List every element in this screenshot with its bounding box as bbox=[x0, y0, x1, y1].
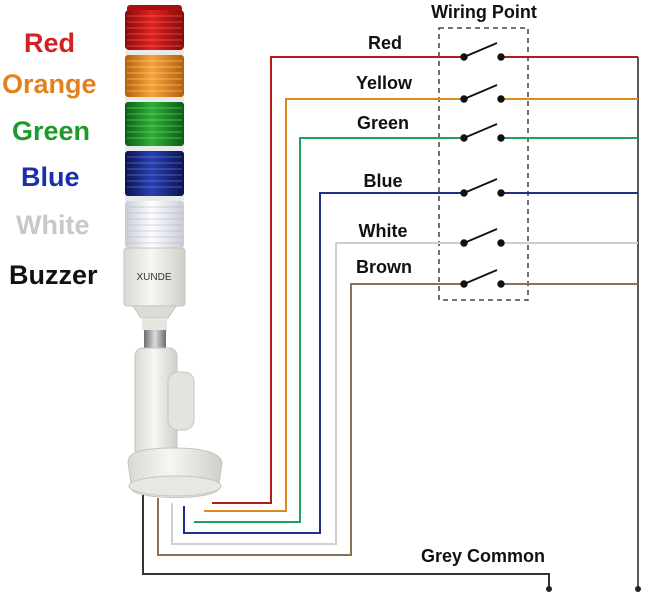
wire-green bbox=[194, 137, 638, 523]
metal-pole bbox=[144, 330, 166, 352]
legend-orange: Orange bbox=[2, 69, 97, 99]
wiring-point-title: Wiring Point bbox=[431, 2, 537, 22]
switch-blue bbox=[460, 178, 505, 197]
wire-label-grey-common: Grey Common bbox=[421, 546, 545, 566]
tower-ring bbox=[125, 50, 184, 55]
legend-red: Red bbox=[24, 28, 76, 58]
tower-segment-orange bbox=[125, 55, 184, 97]
tower-segment-red bbox=[125, 10, 184, 50]
tower-segment-blue bbox=[125, 151, 184, 196]
tower-ring bbox=[125, 196, 184, 201]
tower-neck bbox=[132, 305, 177, 319]
wire-label-white: White bbox=[359, 221, 408, 241]
common-bus bbox=[635, 57, 641, 592]
legend-buzzer: Buzzer bbox=[9, 260, 98, 290]
wire-grey-common bbox=[142, 495, 552, 592]
wiring-point-box bbox=[438, 27, 529, 301]
tower-segment-green bbox=[125, 102, 184, 146]
switch-yellow bbox=[460, 84, 505, 103]
wire-label-green: Green bbox=[357, 113, 409, 133]
wire-label-yellow: Yellow bbox=[356, 73, 413, 93]
switch-red bbox=[460, 42, 505, 61]
wire-yellow bbox=[204, 98, 638, 512]
switch-green bbox=[460, 123, 505, 142]
wire-red bbox=[212, 56, 638, 504]
legend-blue: Blue bbox=[21, 162, 80, 192]
wire-blue bbox=[183, 192, 638, 534]
mounting-bracket bbox=[127, 347, 223, 498]
wire-label-blue: Blue bbox=[363, 171, 402, 191]
brand-label: XUNDE bbox=[136, 272, 171, 283]
signal-tower: XUNDE bbox=[123, 5, 223, 498]
tower-ring bbox=[125, 146, 184, 151]
legend-green: Green bbox=[12, 116, 91, 146]
tower-segment-white bbox=[125, 201, 184, 248]
wire-white bbox=[171, 242, 638, 545]
wire-brown bbox=[157, 283, 638, 556]
switch-brown bbox=[460, 269, 505, 288]
wire-label-red: Red bbox=[368, 33, 402, 53]
legend-white: White bbox=[16, 210, 90, 240]
wire-label-brown: Brown bbox=[356, 257, 412, 277]
tower-collar bbox=[142, 318, 167, 330]
tower-ring bbox=[125, 97, 184, 102]
switch-white bbox=[460, 228, 505, 247]
